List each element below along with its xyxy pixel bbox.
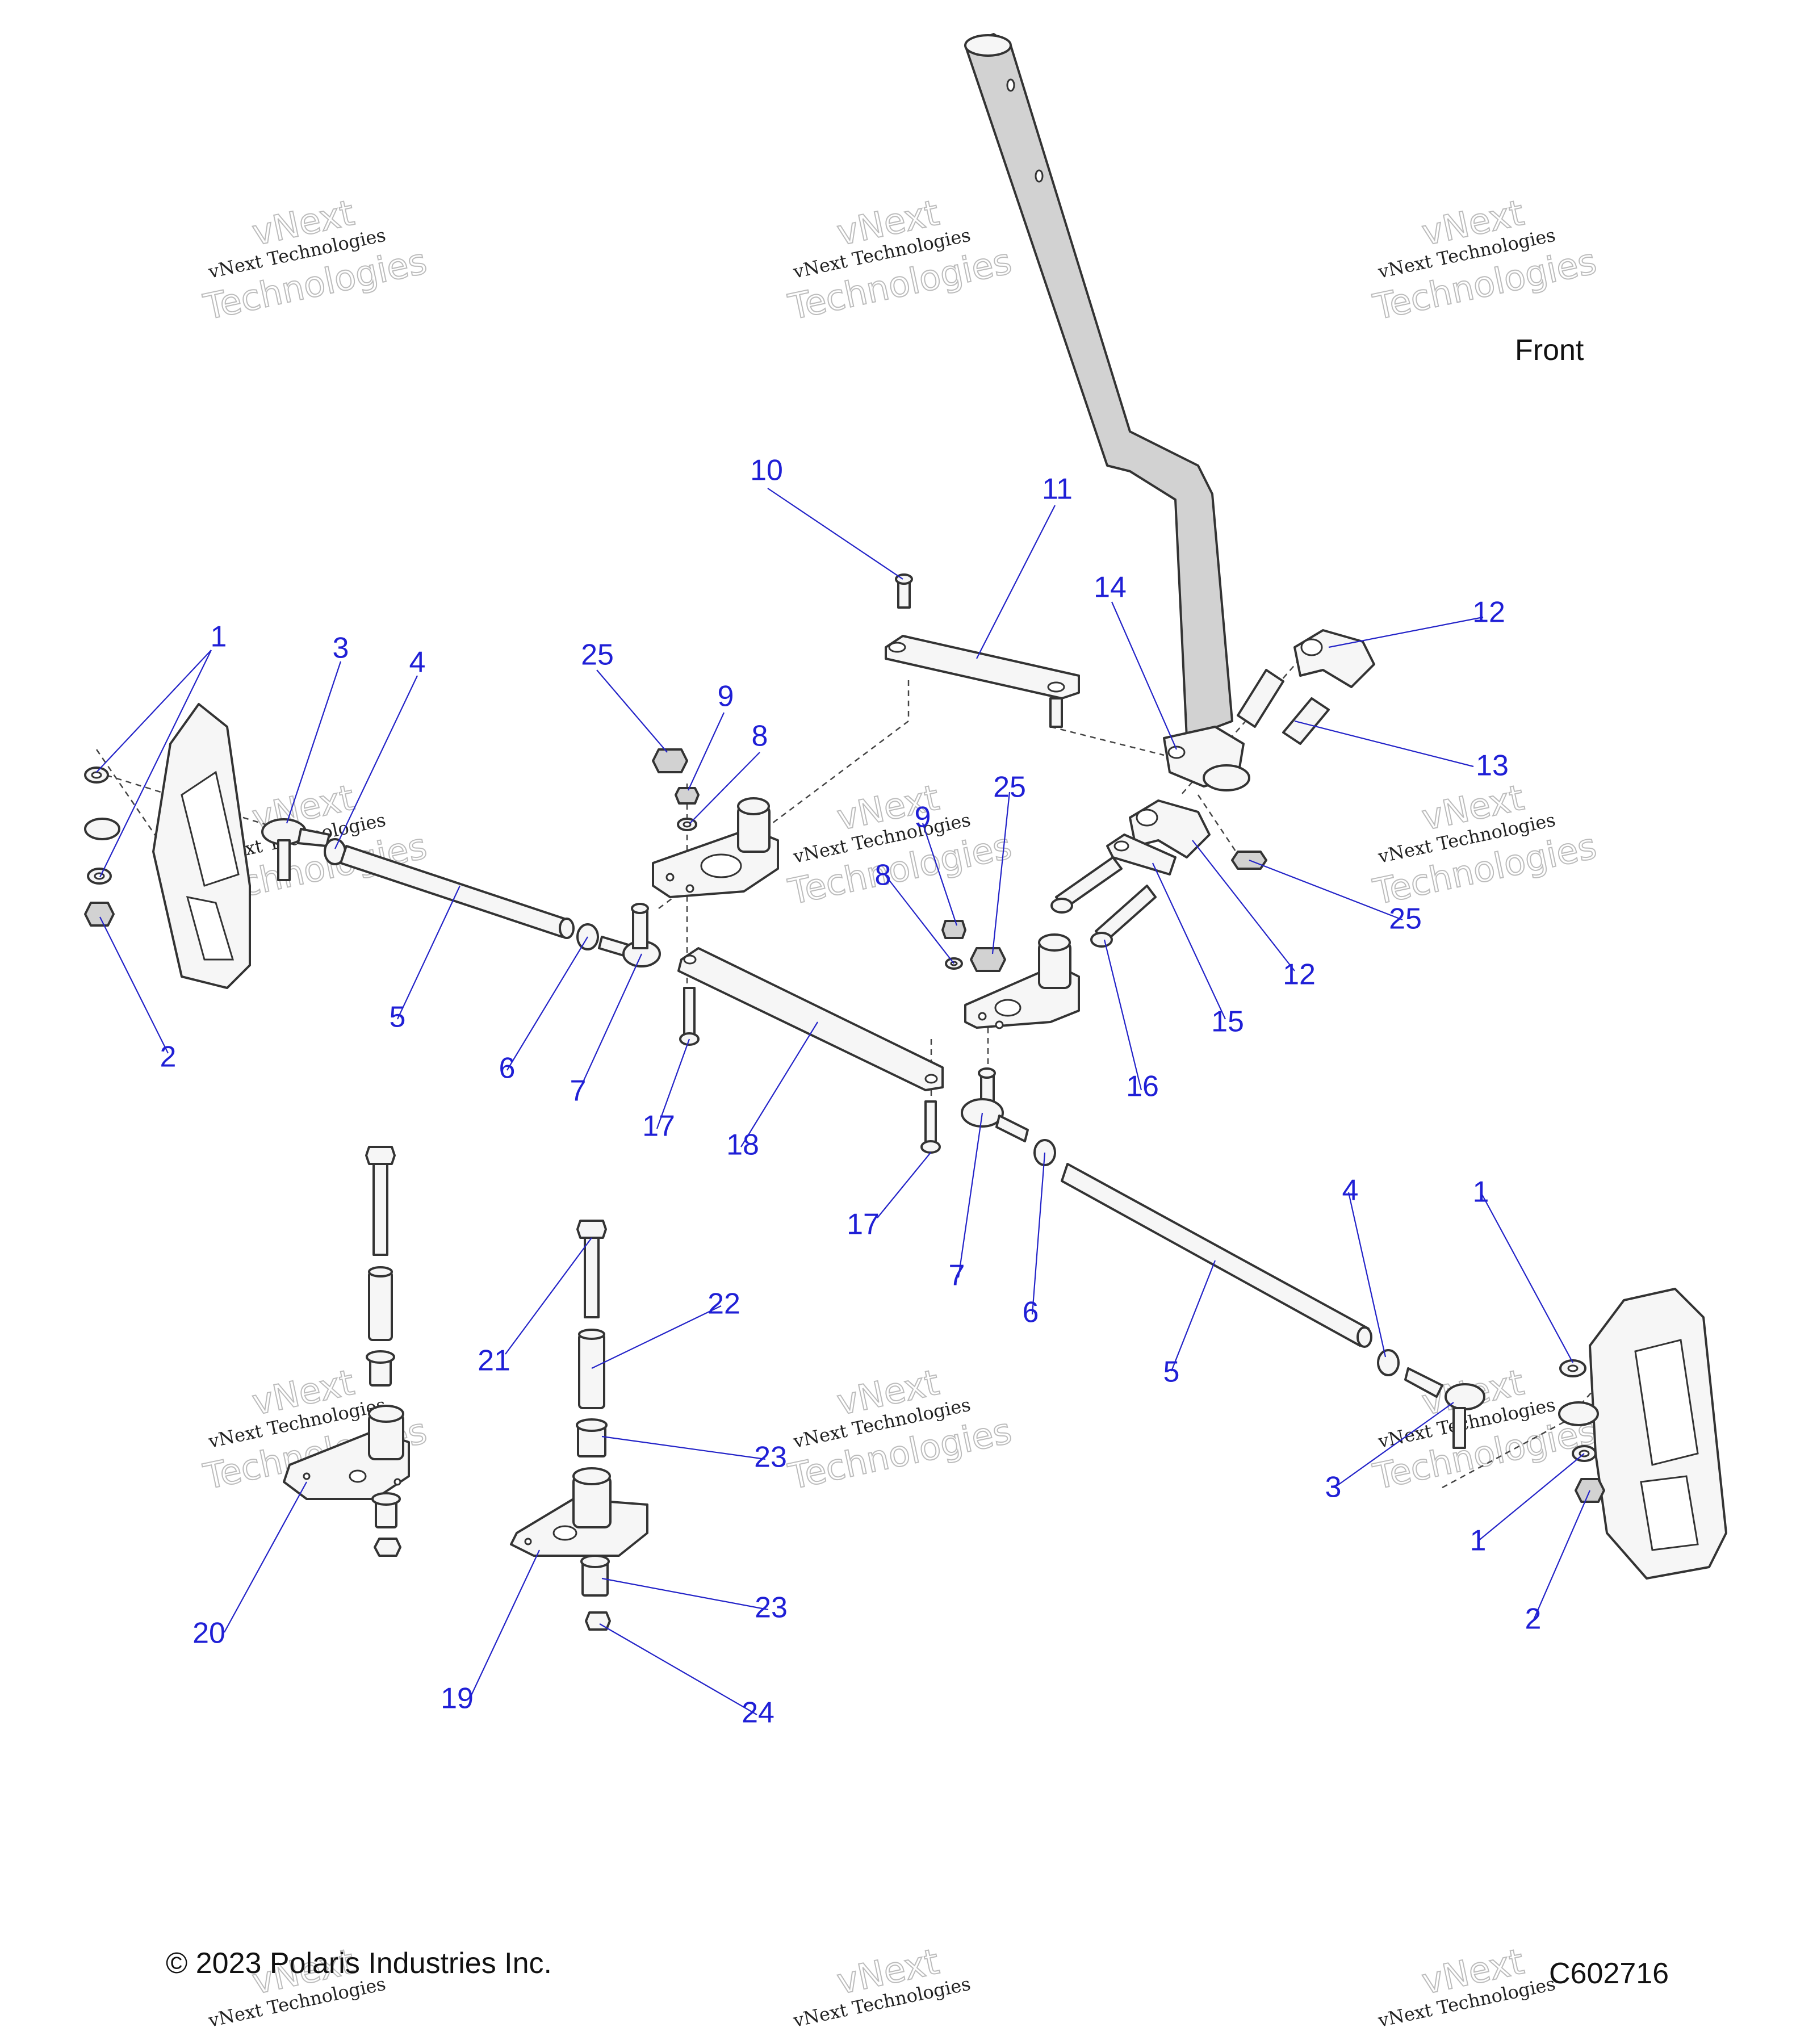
callout-19: 19 <box>441 1682 474 1715</box>
washer-1b <box>87 868 112 885</box>
steering-column-shaft <box>964 33 1233 739</box>
tie-rod-end-7a <box>598 903 661 967</box>
bolt-long-left <box>365 1146 396 1256</box>
bushing-left-top <box>366 1350 395 1387</box>
callout-4: 4 <box>1342 1174 1359 1207</box>
callout-9: 9 <box>915 801 931 834</box>
steering-knuckle-left <box>84 703 251 989</box>
diagram-code: C602716 <box>1549 1957 1669 1990</box>
nut-left-bottom <box>374 1538 401 1557</box>
callout-17: 17 <box>847 1208 880 1241</box>
pivot-arm-19 <box>510 1467 648 1557</box>
callout-18: 18 <box>726 1129 759 1162</box>
callout-15: 15 <box>1211 1006 1244 1038</box>
callout-11: 11 <box>1042 473 1073 506</box>
bolt-21 <box>576 1220 607 1318</box>
copyright-notice: © 2023 Polaris Industries Inc. <box>166 1947 552 1980</box>
tie-rod-end-7b <box>961 1067 1029 1142</box>
callout-17: 17 <box>642 1110 675 1143</box>
callout-14: 14 <box>1094 571 1127 604</box>
bushing-23b <box>580 1555 610 1597</box>
callout-7: 7 <box>570 1075 587 1108</box>
callout-25: 25 <box>581 639 614 672</box>
spacer-22 <box>578 1329 605 1409</box>
callout-23: 23 <box>755 1591 788 1624</box>
callout-5: 5 <box>390 1001 406 1034</box>
callout-1: 1 <box>1470 1524 1487 1557</box>
bushing-13b <box>1282 697 1330 745</box>
plate-15 <box>1106 833 1177 876</box>
jam-nut-4b <box>1377 1349 1400 1376</box>
callout-1: 1 <box>1473 1176 1489 1209</box>
leader-lines <box>96 488 1591 1715</box>
link-arm-11 <box>885 635 1080 728</box>
callouts: 1 2 3 4 5 6 7 8 9 10 11 12 12 13 14 15 1… <box>160 454 1542 1729</box>
callout-8: 8 <box>875 859 891 892</box>
watermark: vNext vNext Technologies Technologies <box>784 191 1016 329</box>
callout-4: 4 <box>409 646 426 679</box>
callout-12: 12 <box>1472 596 1505 629</box>
spacer-left <box>368 1266 393 1341</box>
front-orientation-label: Front <box>1515 334 1584 367</box>
nut-2a <box>84 902 115 927</box>
callout-5: 5 <box>1163 1356 1180 1389</box>
callout-3: 3 <box>333 632 349 665</box>
callout-25: 25 <box>993 771 1026 804</box>
callout-2: 2 <box>160 1041 177 1074</box>
callout-3: 3 <box>1325 1471 1342 1504</box>
watermark: vNext vNext Technologies Technologies <box>1369 776 1601 914</box>
bolt-10 <box>895 573 913 609</box>
watermark: vNext vNext Technologies Technologies <box>784 776 1016 914</box>
nut-25a <box>652 748 688 773</box>
callout-24: 24 <box>742 1697 774 1729</box>
watermark: vNext vNext Technologies Technologies <box>784 1361 1016 1498</box>
callout-9: 9 <box>718 680 734 713</box>
callout-12: 12 <box>1283 958 1316 991</box>
watermark-group: vNext vNext Technologies Technologies vN… <box>199 191 1601 2032</box>
callout-2: 2 <box>1525 1603 1542 1636</box>
watermark: vNext vNext Technologies <box>791 1940 973 2032</box>
nut-9b <box>941 920 966 939</box>
callout-1: 1 <box>211 621 227 654</box>
callout-10: 10 <box>750 454 783 487</box>
bolt-17b <box>920 1100 941 1154</box>
bolt-17a <box>679 987 700 1046</box>
nut-24 <box>585 1611 611 1631</box>
bushing-13a <box>1237 669 1284 728</box>
bolt-16b <box>1090 885 1157 948</box>
watermark: vNext vNext Technologies Technologies <box>1369 191 1601 329</box>
pivot-bracket-left <box>652 797 779 898</box>
nut-9a <box>675 787 700 805</box>
steering-knuckle-right <box>1558 1288 1727 1580</box>
clamp-12b <box>1129 799 1211 858</box>
callout-13: 13 <box>1476 749 1509 782</box>
callout-22: 22 <box>707 1288 740 1321</box>
callout-25: 25 <box>1389 903 1422 936</box>
watermark: vNext vNext Technologies Technologies <box>199 191 431 329</box>
callout-21: 21 <box>478 1344 510 1377</box>
callout-8: 8 <box>752 720 768 753</box>
washer-1a <box>84 767 109 784</box>
watermark: vNext vNext Technologies <box>1376 1940 1558 2032</box>
pivot-arm-20 <box>283 1405 410 1500</box>
clamp-12a <box>1293 629 1375 688</box>
bushing-left-bottom <box>371 1492 401 1528</box>
callout-7: 7 <box>949 1259 965 1292</box>
pivot-bracket-right <box>964 933 1080 1029</box>
tie-rod-tube-5a <box>340 845 575 939</box>
nut-25b <box>970 947 1006 972</box>
washer-1c <box>1559 1359 1586 1377</box>
callout-20: 20 <box>192 1617 225 1650</box>
callout-6: 6 <box>499 1052 516 1085</box>
pitman-arm-14 <box>1163 726 1250 791</box>
callout-23: 23 <box>754 1441 787 1474</box>
tie-rod-end-3b <box>1404 1367 1485 1449</box>
bushing-23a <box>576 1418 608 1457</box>
callout-6: 6 <box>1023 1296 1039 1329</box>
callout-16: 16 <box>1126 1070 1159 1103</box>
bolt-16a <box>1050 856 1123 914</box>
drag-link-18 <box>677 947 944 1091</box>
tie-rod-tube-5b <box>1061 1163 1372 1348</box>
